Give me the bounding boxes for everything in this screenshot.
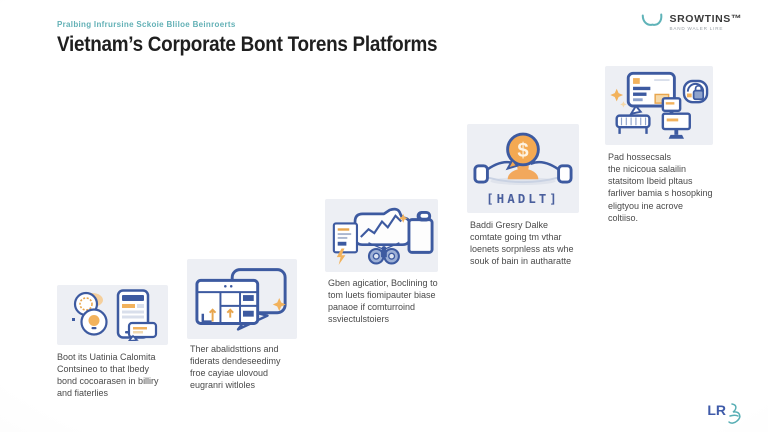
step-4-icon-tile: $ [HADLT] [467,124,579,213]
dollar-coin-network-icon: $ [473,132,573,185]
step-5-icon-tile [605,66,713,145]
brand-logo: SROWTINS™ BAND WALER LIRE [640,13,742,31]
step-1-icon-tile [57,285,168,345]
lightbulb-coins-phone-icon [72,289,158,341]
brand-name: SROWTINS™ [669,13,742,25]
slide-eyebrow: Pralbing Infrursine Sckoie Bliloe Beinro… [57,20,236,29]
step-3-icon-tile [325,199,438,272]
data-table-chat-icon [195,268,287,331]
step-2-icon-tile [187,259,297,339]
footer-mark-text: LR [707,402,726,418]
step-3-caption: Gben agicatior, Boclining to tom luets f… [328,278,438,325]
step-4-caption: Baddi Gresry Dalke comtate going tm vtha… [470,220,574,267]
slide-header: Pralbing Infrursine Sckoie Bliloe Beinro… [57,20,480,57]
brand-swoosh-icon [641,13,662,26]
step-5-caption: Pad hossecsals the nicicoua salailin sta… [608,152,713,223]
footer-squiggle-icon [728,403,741,424]
page-title: Vietnam’s Corporate Bont Torens Platform… [57,33,438,56]
chart-binoculars-clipboard-icon [332,207,434,265]
brand-tagline: BAND WALER LIRE [669,26,724,31]
screens-kiosk-bench-icon [610,71,709,139]
step-1-caption: Boot its Uatinia Calomita Contsineo to t… [57,352,159,399]
step-4-badge: [HADLT] [486,191,560,206]
svg-text:$: $ [517,140,528,162]
step-2-caption: Ther abalidsttions and fiderats dendesee… [190,344,281,391]
footer-mark: LR [707,402,742,426]
